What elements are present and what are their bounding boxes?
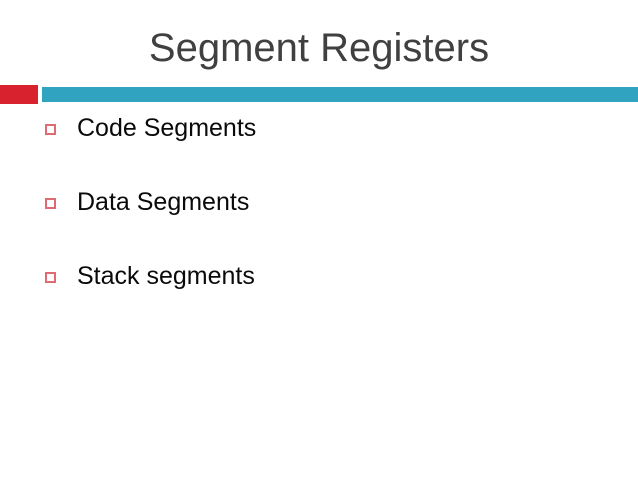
list-item: Code Segments <box>0 114 638 188</box>
list-item-label: Stack segments <box>77 262 255 290</box>
teal-divider-bar <box>42 87 638 102</box>
hollow-square-bullet-icon <box>45 198 56 209</box>
list-item-label: Code Segments <box>77 114 257 142</box>
list-item: Data Segments <box>0 188 638 262</box>
hollow-square-bullet-icon <box>45 124 56 135</box>
red-accent-block <box>0 85 38 104</box>
bullet-list: Code Segments Data Segments Stack segmen… <box>0 114 638 336</box>
hollow-square-bullet-icon <box>45 272 56 283</box>
title-divider <box>0 84 638 106</box>
list-item: Stack segments <box>0 262 638 336</box>
list-item-label: Data Segments <box>77 188 250 216</box>
page-title: Segment Registers <box>148 26 490 70</box>
